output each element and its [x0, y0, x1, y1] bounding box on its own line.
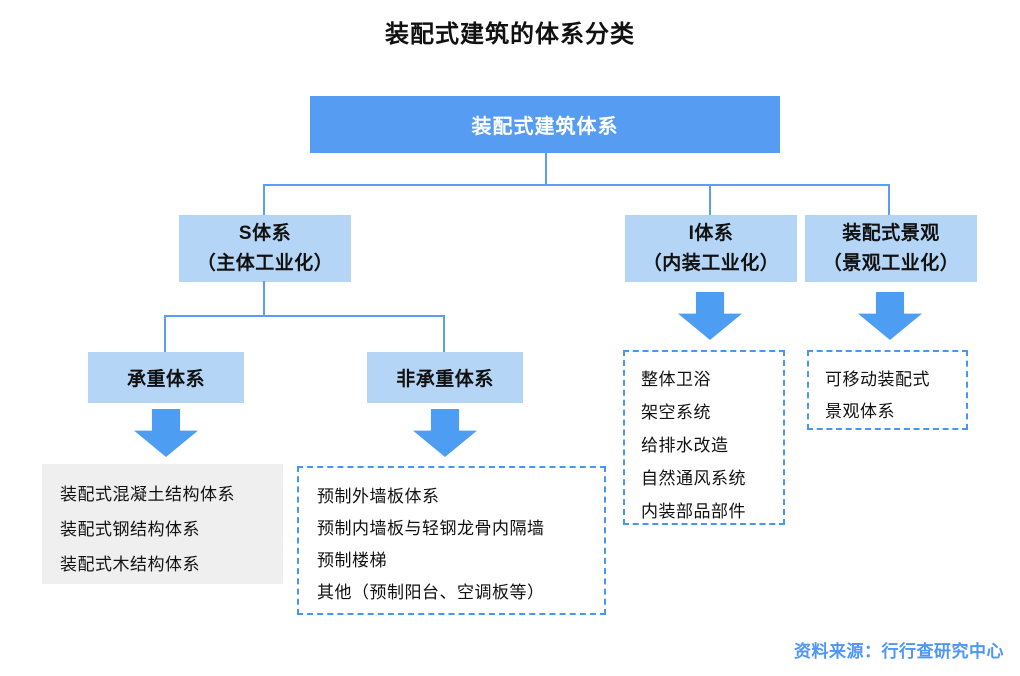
node-non-load-bearing: 非承重体系 [367, 352, 523, 403]
node-landscape-subtitle: （景观工业化） [822, 252, 960, 274]
list-item: 装配式混凝土结构体系 [60, 485, 235, 504]
connector-drop-non-load-bearing [443, 315, 445, 352]
list-item: 内装部品部件 [641, 502, 746, 521]
node-root: 装配式建筑体系 [310, 96, 780, 153]
node-landscape: 装配式景观 （景观工业化） [805, 215, 977, 282]
connector-drop-landscape [888, 184, 890, 215]
down-arrow-load-bearing [134, 409, 198, 457]
node-i-system-name: I体系 [688, 222, 734, 244]
node-load-bearing: 承重体系 [88, 352, 244, 403]
connector-s-stem [263, 281, 265, 316]
list-item: 装配式木结构体系 [60, 555, 200, 574]
node-i-system: I体系 （内装工业化） [625, 215, 797, 282]
leaf-load-bearing-list: 装配式混凝土结构体系 装配式钢结构体系 装配式木结构体系 [42, 464, 283, 584]
list-item: 景观体系 [825, 402, 895, 421]
connector-level2-bus [263, 184, 890, 186]
down-arrow-non-load-bearing [413, 409, 477, 457]
diagram-title: 装配式建筑的体系分类 [385, 21, 635, 48]
node-s-system-subtitle: （主体工业化） [196, 252, 334, 274]
connector-root-stem [545, 153, 547, 185]
node-landscape-name: 装配式景观 [842, 222, 940, 244]
list-item: 预制楼梯 [317, 551, 387, 570]
list-item: 可移动装配式 [825, 370, 930, 389]
leaf-landscape-list: 可移动装配式 景观体系 [807, 350, 968, 430]
down-arrow-i-system [678, 292, 742, 340]
list-item: 预制内墙板与轻钢龙骨内隔墙 [317, 519, 545, 538]
list-item: 预制外墙板体系 [317, 487, 440, 506]
node-s-system: S体系 （主体工业化） [179, 215, 351, 282]
source-note: 资料来源：行行查研究中心 [794, 642, 1004, 661]
leaf-i-system-list: 整体卫浴 架空系统 给排水改造 自然通风系统 内装部品部件 [623, 350, 785, 525]
leaf-non-load-bearing-list: 预制外墙板体系 预制内墙板与轻钢龙骨内隔墙 预制楼梯 其他（预制阳台、空调板等） [297, 466, 606, 615]
list-item: 架空系统 [641, 403, 711, 422]
node-i-system-subtitle: （内装工业化） [642, 252, 780, 274]
list-item: 整体卫浴 [641, 370, 711, 389]
down-arrow-landscape [858, 292, 922, 340]
node-s-system-name: S体系 [238, 222, 292, 244]
list-item: 装配式钢结构体系 [60, 520, 200, 539]
list-item: 其他（预制阳台、空调板等） [317, 583, 545, 602]
list-item: 自然通风系统 [641, 469, 746, 488]
connector-s-bus [164, 315, 445, 317]
list-item: 给排水改造 [641, 436, 729, 455]
connector-drop-i [709, 184, 711, 215]
connector-drop-s [263, 184, 265, 215]
connector-drop-load-bearing [164, 315, 166, 352]
